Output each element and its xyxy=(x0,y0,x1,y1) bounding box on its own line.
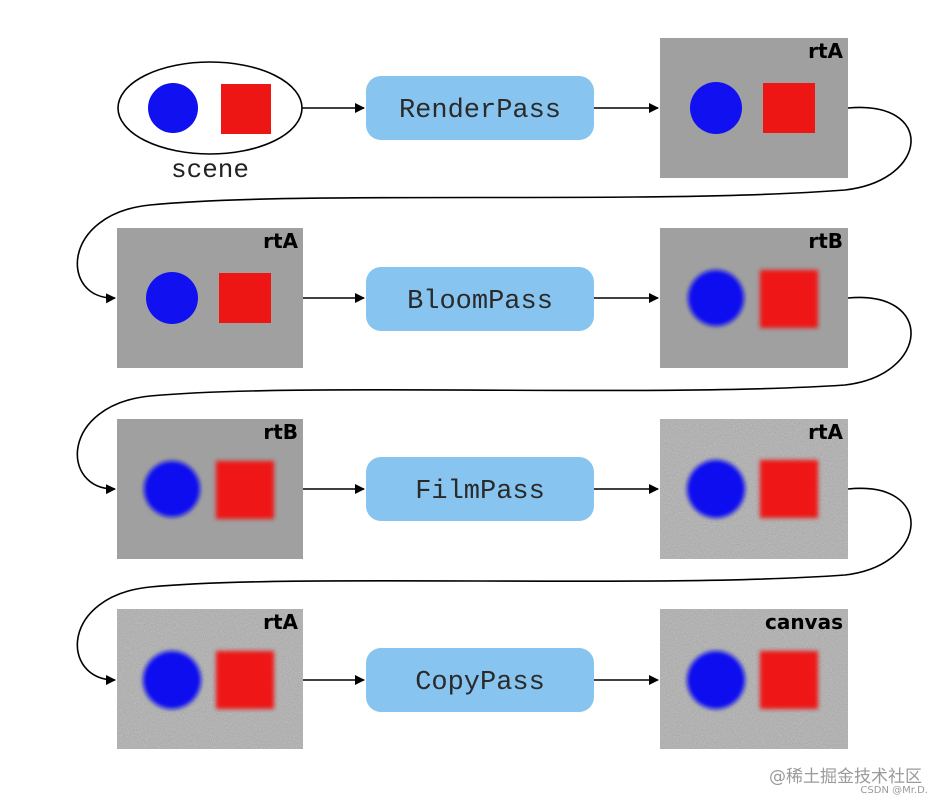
target-circle xyxy=(143,651,201,709)
target-label: rtA xyxy=(808,420,843,444)
pass-box-bloompass: BloomPass xyxy=(366,267,594,331)
target-circle xyxy=(690,82,742,134)
target-label: rtA xyxy=(263,610,298,634)
scene-label: scene xyxy=(171,155,249,185)
pass-box-filmpass: FilmPass xyxy=(366,457,594,521)
wrap-connector xyxy=(76,487,912,685)
target-square xyxy=(760,460,818,518)
target-square xyxy=(760,651,818,709)
pass-label: FilmPass xyxy=(415,477,545,507)
scene-node: scene xyxy=(117,61,303,185)
target-box-input: rtB xyxy=(117,419,303,559)
row-4: rtA CopyPass canvas xyxy=(117,609,848,749)
target-box-output: rtB xyxy=(660,228,848,368)
pass-label: CopyPass xyxy=(415,668,545,698)
row-2: rtA BloomPass rtB xyxy=(117,228,848,368)
target-circle xyxy=(688,270,744,326)
target-circle xyxy=(146,272,198,324)
target-circle xyxy=(687,460,745,518)
target-square xyxy=(216,651,274,709)
target-square xyxy=(760,270,818,328)
target-square xyxy=(219,273,271,323)
target-label: rtA xyxy=(808,39,843,63)
target-label: canvas xyxy=(765,610,843,634)
target-box-output: rtA xyxy=(660,38,848,178)
target-label: rtB xyxy=(808,229,843,253)
target-square xyxy=(763,83,815,133)
target-box-output: canvas xyxy=(660,609,848,749)
target-label: rtB xyxy=(263,420,298,444)
pass-label: BloomPass xyxy=(407,287,553,317)
pass-label: RenderPass xyxy=(399,96,561,126)
target-box-input: rtA xyxy=(117,609,303,749)
row-3: rtB FilmPass rtA xyxy=(117,419,848,559)
target-circle xyxy=(144,461,200,517)
pass-box-renderpass: RenderPass xyxy=(366,76,594,140)
scene-ellipse xyxy=(117,61,303,155)
target-square xyxy=(216,461,274,519)
wrap-connector xyxy=(76,106,912,304)
scene-square xyxy=(221,84,271,134)
pass-box-copypass: CopyPass xyxy=(366,648,594,712)
scene-circle xyxy=(148,83,198,133)
target-circle xyxy=(687,651,745,709)
target-label: rtA xyxy=(263,229,298,253)
row-1: scene RenderPass rtA xyxy=(117,38,848,185)
wrap-connector xyxy=(76,296,912,495)
target-box-output: rtA xyxy=(660,419,848,559)
watermark-text: @稀土掘金技术社区 xyxy=(769,767,922,787)
watermark-subtext: CSDN @Mr.D. xyxy=(860,785,928,796)
target-box-input: rtA xyxy=(117,228,303,368)
